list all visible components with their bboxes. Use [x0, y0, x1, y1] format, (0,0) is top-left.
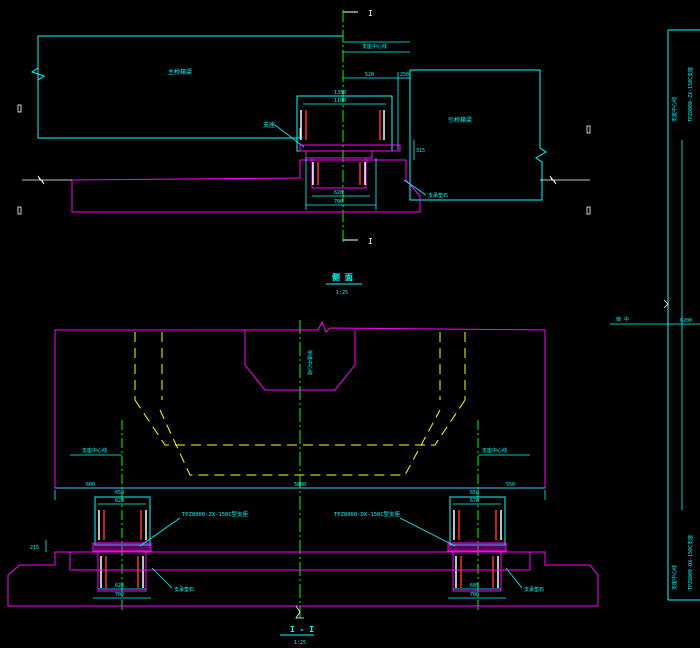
dim-base-a: 620: [334, 190, 343, 196]
label-approach-girder: 引桥箱梁: [448, 116, 472, 124]
right-strip-bottom-label: 支座中心线: [671, 565, 678, 590]
label-pier-top-right: 支承垫石: [524, 586, 544, 593]
left-support: 650 620 620 700: [92, 490, 152, 599]
dim-left-top-b: 620: [115, 498, 124, 504]
dim-offset-a: 520: [365, 72, 374, 78]
right-strip-top-label: 支座中心线: [671, 97, 678, 122]
support-plates: [299, 144, 401, 189]
side-view-title: 侧 面: [332, 272, 353, 282]
label-pier-top-left: 支承垫石: [174, 586, 194, 593]
label-pier-top: 支承垫石: [428, 192, 448, 199]
right-support: 650 670 605 700: [447, 490, 507, 599]
section-mark-top: I: [368, 9, 373, 18]
label-support: 支座: [263, 121, 275, 129]
dim-right-edge: 550: [506, 482, 515, 488]
dim-inner-width: 1100: [334, 98, 346, 104]
right-strip-view: 墩 中 6200 支座中心线 TPZ8000-ZX-150C支座 支座中心线 T…: [610, 29, 700, 601]
dim-middle: 5800: [294, 482, 306, 488]
edge-ticks: [17, 104, 591, 215]
right-strip-dim-center: 6200: [680, 318, 692, 324]
label-pier-centerline: 桥墩中心线: [306, 350, 313, 375]
dim-offset-b: 250: [400, 72, 409, 78]
hidden-lines: [134, 332, 466, 476]
section-view: 桥墩中心线 支座中心线 支座中心线 600 5800 550 650 620: [7, 320, 599, 646]
right-strip-bottom-model: TPZ8000-DX-150C支座: [687, 535, 694, 590]
right-strip-center-label: 墩 中: [616, 316, 629, 323]
side-view: I I 支座中心线 520 250 1350 1100: [17, 9, 591, 296]
label-support-centerline-right: 支座中心线: [482, 447, 507, 454]
label-main-girder: 主桥箱梁: [168, 68, 192, 76]
label-support-centerline: 支座中心线: [362, 43, 387, 50]
section-view-title: I - I: [290, 625, 314, 634]
dim-left-base-b: 700: [115, 592, 124, 598]
break-lines: [22, 175, 590, 185]
dim-left-base-a: 620: [115, 583, 124, 589]
section-mark-bottom: I: [368, 237, 373, 246]
side-view-scale: 1:25: [336, 290, 348, 296]
right-strip-top-model: TPZ8000-ZX-150C支座: [687, 67, 694, 122]
dim-right-base-a: 605: [470, 583, 479, 589]
dim-right-top-a: 650: [470, 490, 479, 496]
right-support-model: TPZ8000-DX-150C型支座: [334, 510, 401, 518]
pier-cap-outline: [71, 159, 421, 213]
approach-girder-outline: [409, 69, 547, 201]
label-support-centerline-left: 支座中心线: [82, 447, 107, 454]
dim-left-top-a: 650: [115, 490, 124, 496]
dim-right-base-b: 700: [470, 592, 479, 598]
section-view-scale: 1:25: [294, 640, 306, 646]
dim-base-b: 700: [334, 199, 343, 205]
dim-left-edge: 600: [86, 482, 95, 488]
dim-right-top-b: 670: [470, 498, 479, 504]
dim-section-height: 215: [30, 545, 39, 551]
left-support-model: TPZ8000-ZX-150C型支座: [182, 510, 249, 518]
anchor-bolts-upper: [300, 110, 385, 140]
dim-top-width: 1350: [334, 90, 346, 96]
dim-height: 315: [416, 148, 425, 154]
anchor-bolts-lower: [312, 162, 366, 185]
